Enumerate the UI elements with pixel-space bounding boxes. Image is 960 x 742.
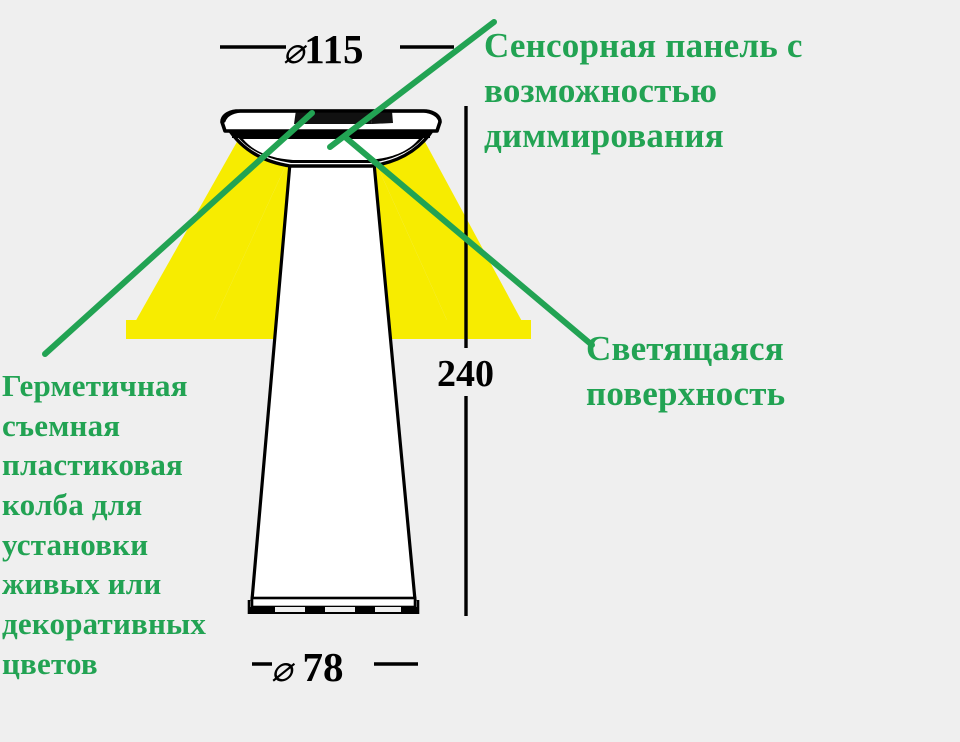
leader-lines-group xyxy=(42,19,595,357)
lamp-base-group xyxy=(247,596,420,614)
dimension-label-height: 240 xyxy=(437,353,494,395)
lamp-body-right-wall xyxy=(372,161,417,602)
leader-line-touch-panel xyxy=(327,19,497,150)
lamp-head-top-edge xyxy=(222,109,442,123)
lamp-body-left-wall xyxy=(250,161,292,602)
dimension-value-top: 115 xyxy=(304,26,364,72)
light-cone-left xyxy=(126,140,292,338)
lamp-head-group xyxy=(220,109,442,168)
callout-glow-surface: Светящаяся поверхность xyxy=(586,329,786,413)
diameter-symbol-top: ⌀ xyxy=(283,32,305,71)
lamp-base-foot-center xyxy=(325,607,355,612)
dimension-value-bottom: 78 xyxy=(302,644,344,690)
diameter-symbol-bottom: ⌀ xyxy=(271,650,293,689)
callout-flask: Герметичная съемная пластиковая колба дл… xyxy=(2,368,207,681)
callout-touch-panel: Сенсорная панель с возможностью диммиров… xyxy=(484,26,803,155)
lamp-base-plate-fill xyxy=(250,596,417,609)
dimension-lines-group xyxy=(220,45,468,666)
dimension-label-top-diameter: ⌀115 xyxy=(283,25,363,73)
leader-line-glow-surface xyxy=(342,134,595,348)
lamp-body-fill xyxy=(252,152,415,600)
dimension-label-bottom-diameter: ⌀ 78 xyxy=(271,643,343,691)
leader-line-flask xyxy=(42,110,315,357)
lamp-base-foot-right xyxy=(375,607,401,612)
lamp-base-foot-left xyxy=(275,607,305,612)
